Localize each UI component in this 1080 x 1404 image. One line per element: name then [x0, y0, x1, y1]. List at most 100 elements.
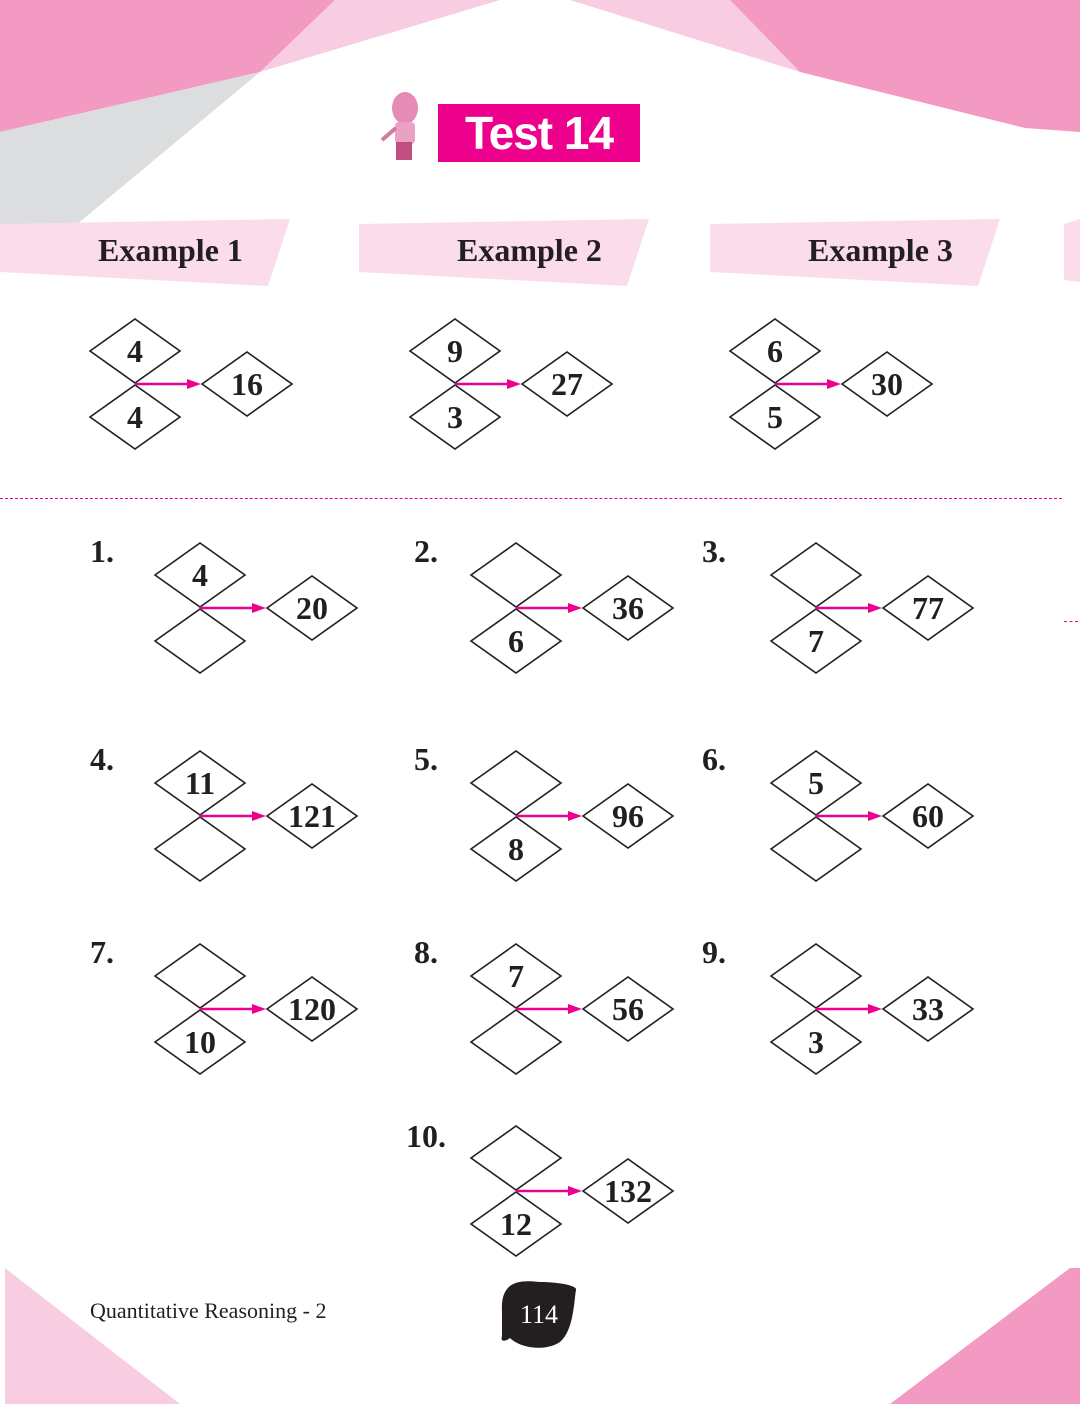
problem-number: 3. [702, 533, 726, 569]
bottom-value: 3 [808, 1024, 824, 1060]
top-diamond [153, 943, 247, 1009]
bottom-value: 6 [508, 623, 524, 659]
problem-number: 9. [702, 934, 726, 970]
problem-figure: 756 [469, 943, 675, 1075]
result-diamond [265, 976, 359, 1042]
arrow-head-icon [868, 1004, 882, 1014]
bottom-diamond [728, 384, 822, 450]
problem-figure: 420 [153, 542, 359, 674]
top-value: 11 [185, 765, 215, 801]
page-number: 114 [519, 1300, 559, 1329]
result-diamond [581, 1158, 675, 1224]
problem-figure: 8 96 [469, 750, 675, 882]
top-diamond [769, 943, 863, 1009]
problem-number: 10. [406, 1118, 446, 1154]
problem-figure: 6 36 [469, 542, 675, 674]
top-diamond [153, 750, 247, 816]
arrow-head-icon [568, 1004, 582, 1014]
result-diamond [581, 783, 675, 849]
bottom-diamond [469, 816, 563, 882]
result-value: 20 [296, 590, 328, 626]
result-value: 120 [288, 991, 336, 1027]
girl-mascot-icon [380, 92, 418, 160]
top-value: 5 [808, 765, 824, 801]
result-value: 33 [912, 991, 944, 1027]
top-diamond [469, 542, 563, 608]
top-diamond [769, 542, 863, 608]
problem-number: 7. [90, 934, 114, 970]
arrow-head-icon [568, 1186, 582, 1196]
arrow-head-icon [507, 379, 521, 389]
bottom-diamond [153, 1009, 247, 1075]
bottom-value: 10 [184, 1024, 216, 1060]
arrow-head-icon [568, 811, 582, 821]
top-diamond [408, 318, 502, 384]
arrow-head-icon [187, 379, 201, 389]
problem-figure: 5 60 [769, 750, 975, 882]
result-value: 132 [604, 1173, 652, 1209]
arrow-head-icon [868, 603, 882, 613]
result-value: 56 [612, 991, 644, 1027]
problem-number: 5. [414, 741, 438, 777]
result-value: 77 [912, 590, 944, 626]
result-diamond [200, 351, 294, 417]
bottom-diamond [408, 384, 502, 450]
problem-number: 8. [414, 934, 438, 970]
bottom-diamond [769, 608, 863, 674]
problem-number: 2. [414, 533, 438, 569]
example-figure: 6 5 30 [728, 318, 934, 450]
bottom-value: 5 [767, 399, 783, 435]
result-diamond [881, 575, 975, 641]
arrow-head-icon [252, 603, 266, 613]
result-diamond [265, 575, 359, 641]
result-diamond [881, 783, 975, 849]
example-figure: 9 3 27 [408, 318, 614, 450]
problem-figure: 777 [769, 542, 975, 674]
problem-number: 4. [90, 741, 114, 777]
bottom-diamond [469, 1009, 563, 1075]
bottom-diamond [469, 1191, 563, 1257]
result-diamond [520, 351, 614, 417]
result-value: 30 [871, 366, 903, 402]
top-value: 9 [447, 333, 463, 369]
top-diamond [469, 1125, 563, 1191]
result-diamond [581, 575, 675, 641]
arrow-head-icon [868, 811, 882, 821]
result-diamond [840, 351, 934, 417]
divider [0, 498, 1062, 499]
bottom-diamond [469, 608, 563, 674]
bottom-value: 3 [447, 399, 463, 435]
example-3-tab: Example 3 [808, 232, 953, 268]
bottom-value: 8 [508, 831, 524, 867]
result-value: 60 [912, 798, 944, 834]
example-1-tab: Example 1 [98, 232, 243, 268]
top-diamond [728, 318, 822, 384]
result-diamond [265, 783, 359, 849]
problem-number: 6. [702, 741, 726, 777]
arrow-head-icon [568, 603, 582, 613]
bottom-diamond [153, 608, 247, 674]
bottom-diamond [769, 816, 863, 882]
bottom-value: 4 [127, 399, 143, 435]
result-diamond [881, 976, 975, 1042]
problem-number: 1. [90, 533, 114, 569]
result-value: 27 [551, 366, 583, 402]
result-value: 96 [612, 798, 644, 834]
top-diamond [153, 542, 247, 608]
arrow-head-icon [827, 379, 841, 389]
arrow-head-icon [252, 1004, 266, 1014]
bottom-diamond [88, 384, 182, 450]
top-diamond [769, 750, 863, 816]
divider-fragment [1064, 621, 1078, 622]
result-value: 36 [612, 590, 644, 626]
result-value: 16 [231, 366, 263, 402]
example-2-tab: Example 2 [457, 232, 602, 268]
result-diamond [581, 976, 675, 1042]
arrow-head-icon [252, 811, 266, 821]
top-value: 6 [767, 333, 783, 369]
